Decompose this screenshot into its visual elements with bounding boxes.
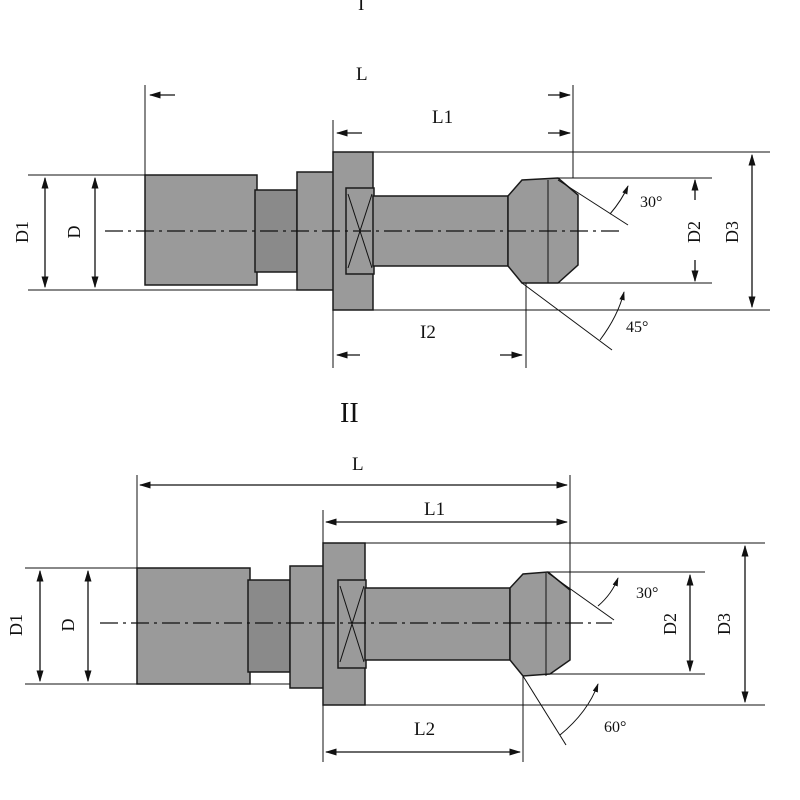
relief-groove (247, 579, 291, 673)
dim-D2-label: D2 (660, 613, 680, 635)
dim-D1-D-bottom: D1 D (6, 567, 290, 685)
angle-bottom-view-top: 45° (521, 282, 648, 351)
dim-L1-label: L1 (432, 107, 453, 128)
shank (364, 587, 511, 661)
dim-L-label: L (356, 64, 368, 85)
dim-D-label: D (58, 619, 78, 632)
dim-D1-label: D1 (6, 614, 26, 636)
dim-L2-bottom: L2 (322, 676, 524, 762)
pull-stud-top (105, 151, 620, 311)
dim-D2-label: D2 (684, 221, 704, 243)
view-bottom: II L L1 (6, 398, 765, 762)
angle-bottom-view-bottom: 60° (522, 675, 626, 746)
wrench-flat-cross (339, 585, 365, 663)
dim-D2-D3-bottom: D2 D3 (365, 542, 765, 706)
angle-60-label: 60° (604, 719, 626, 736)
dim-L2-top: I2 (332, 283, 527, 368)
dim-L2-label: L2 (414, 719, 435, 740)
view-top: I L L1 (12, 0, 770, 368)
dim-D3-label: D3 (714, 613, 734, 635)
view-bottom-label: II (340, 398, 359, 429)
dim-D1-D-top: D1 D (12, 174, 297, 291)
angle-top-view-top: 30° (557, 179, 662, 226)
dim-L-bottom: L (136, 454, 571, 590)
dim-D3-label: D3 (722, 221, 742, 243)
dim-D2-D3-top: D2 D3 (373, 151, 770, 311)
dim-D1-label: D1 (12, 221, 32, 243)
angle-top-view-bottom: 30° (547, 572, 658, 621)
dim-L1-bottom: L1 (322, 499, 569, 543)
thread-section (144, 174, 258, 286)
thread-section (136, 567, 251, 685)
dim-L2-label: I2 (420, 322, 436, 343)
dim-L-label: L (352, 454, 364, 475)
dim-L-top: L (144, 64, 574, 178)
dim-L1-top: L1 (332, 107, 572, 152)
dim-D-label: D (64, 226, 84, 239)
angle-30-label: 30° (636, 585, 658, 602)
dim-L1-label: L1 (424, 499, 445, 520)
angle-45-label: 45° (626, 319, 648, 336)
stud-head (509, 571, 571, 677)
pull-stud-bottom (100, 542, 612, 706)
view-top-label: I (358, 0, 364, 15)
neck-section (289, 565, 326, 689)
angle-30-label: 30° (640, 194, 662, 211)
